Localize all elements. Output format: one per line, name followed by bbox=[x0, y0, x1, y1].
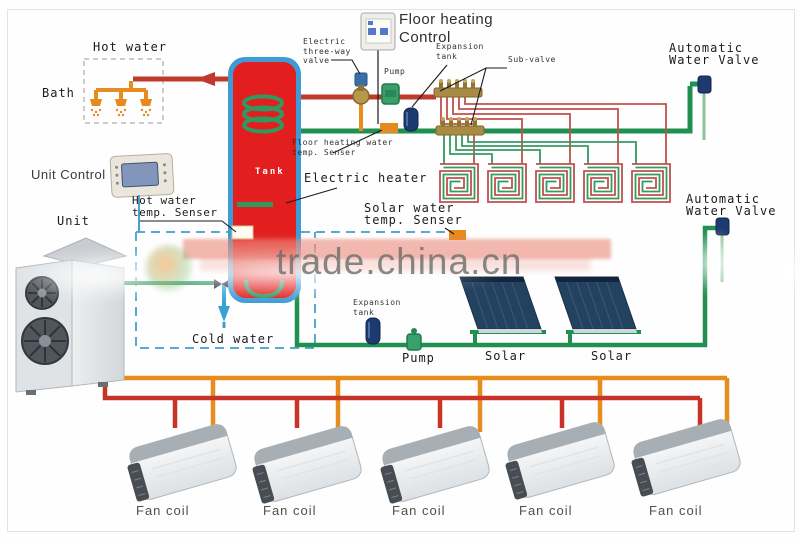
fan-coil-unit bbox=[631, 419, 741, 497]
electric-three-way-valve bbox=[352, 72, 370, 105]
label-floor-heating-water-temp-senser: Floor heating water temp. Senser bbox=[292, 138, 394, 157]
label-automatic-water-valve-right: Automatic Water Valve bbox=[686, 192, 777, 218]
watermark-white-spot bbox=[686, 230, 742, 296]
floor-coil bbox=[535, 163, 575, 203]
watermark-pink-band bbox=[200, 257, 590, 271]
label-solar-water-temp-senser: Solar water temp. Senser bbox=[364, 201, 463, 227]
floor-coil bbox=[439, 163, 479, 203]
watermark-white-spot bbox=[766, 248, 800, 294]
floor-heating-coils bbox=[439, 163, 671, 203]
fan-coil-units bbox=[127, 419, 741, 504]
label-expansion-tank-bottom: Expansion tank bbox=[353, 298, 401, 317]
solar-collector-panel bbox=[554, 276, 637, 333]
solar-loop-pipe bbox=[294, 225, 719, 348]
label-floor-heating-control: Floor heating Control bbox=[399, 11, 494, 46]
label-leader-lines bbox=[140, 59, 507, 235]
label-fan-coil-3: Fan coil bbox=[392, 503, 446, 518]
floor-coil bbox=[583, 163, 623, 203]
bath-shower-circuit bbox=[90, 72, 233, 117]
label-pump-bottom: Pump bbox=[402, 351, 435, 365]
flow-arrow-left bbox=[196, 72, 215, 86]
fan-coil-return-pipe bbox=[102, 366, 703, 428]
unit-controller bbox=[109, 153, 175, 198]
label-bath: Bath bbox=[42, 86, 75, 100]
solar-water-temp-sensor bbox=[449, 230, 466, 240]
label-electric-three-way-valve: Electric three-way valve bbox=[303, 37, 351, 65]
label-cold-water: Cold water bbox=[192, 332, 275, 346]
label-automatic-water-valve-top: Automatic Water Valve bbox=[669, 41, 760, 67]
fan-icon bbox=[21, 317, 69, 365]
label-electric-heater: Electric heater bbox=[304, 171, 428, 185]
label-fan-coil-5: Fan coil bbox=[649, 503, 703, 518]
label-unit-control: Unit Control bbox=[31, 167, 106, 182]
tank-heat-exchanger-coil bbox=[242, 94, 284, 134]
fan-coil-unit bbox=[380, 426, 490, 504]
watermark-logo bbox=[146, 245, 192, 291]
automatic-water-valve-top bbox=[697, 75, 712, 94]
floor-heating-return-branches bbox=[443, 135, 637, 164]
watermark-pink-band bbox=[183, 239, 611, 259]
label-pump-top: Pump bbox=[384, 67, 406, 76]
fan-coil-unit bbox=[127, 424, 237, 502]
label-fan-coil-4: Fan coil bbox=[519, 503, 573, 518]
fan-coil-unit bbox=[505, 422, 615, 500]
floor-coil bbox=[631, 163, 671, 203]
shower-head-icon bbox=[115, 99, 127, 117]
label-fan-coil-2: Fan coil bbox=[263, 503, 317, 518]
label-fan-coil-1: Fan coil bbox=[136, 503, 190, 518]
electric-heater-element bbox=[237, 202, 273, 207]
floor-heating-water-temp-sensor bbox=[380, 123, 398, 133]
label-tank: Tank bbox=[255, 167, 285, 177]
floor-coil bbox=[487, 163, 527, 203]
circulation-pump-top bbox=[381, 83, 400, 105]
shower-head-icon bbox=[90, 99, 102, 117]
label-expansion-tank-top: Expansion tank bbox=[436, 42, 484, 61]
expansion-tank-top bbox=[403, 107, 419, 132]
label-unit: Unit bbox=[57, 214, 90, 228]
floor-heating-supply-branches bbox=[440, 97, 667, 164]
label-hot-water: Hot water bbox=[93, 40, 168, 54]
watermark-text: trade.china.cn bbox=[276, 241, 523, 282]
circulation-pump-bottom bbox=[406, 328, 422, 351]
supply-manifold bbox=[433, 79, 483, 98]
fan-coil-unit bbox=[252, 426, 362, 504]
label-solar-left: Solar bbox=[485, 349, 527, 363]
label-hot-water-temp-senser: Hot water temp. Senser bbox=[132, 194, 218, 219]
return-manifold bbox=[435, 117, 485, 136]
bath-dashed-box bbox=[83, 58, 164, 124]
label-sub-valve: Sub-valve bbox=[508, 55, 556, 64]
label-solar-right: Solar bbox=[591, 349, 633, 363]
expansion-tank-bottom bbox=[365, 317, 381, 345]
shower-head-icon bbox=[140, 99, 152, 117]
floor-heating-controller bbox=[360, 12, 396, 51]
